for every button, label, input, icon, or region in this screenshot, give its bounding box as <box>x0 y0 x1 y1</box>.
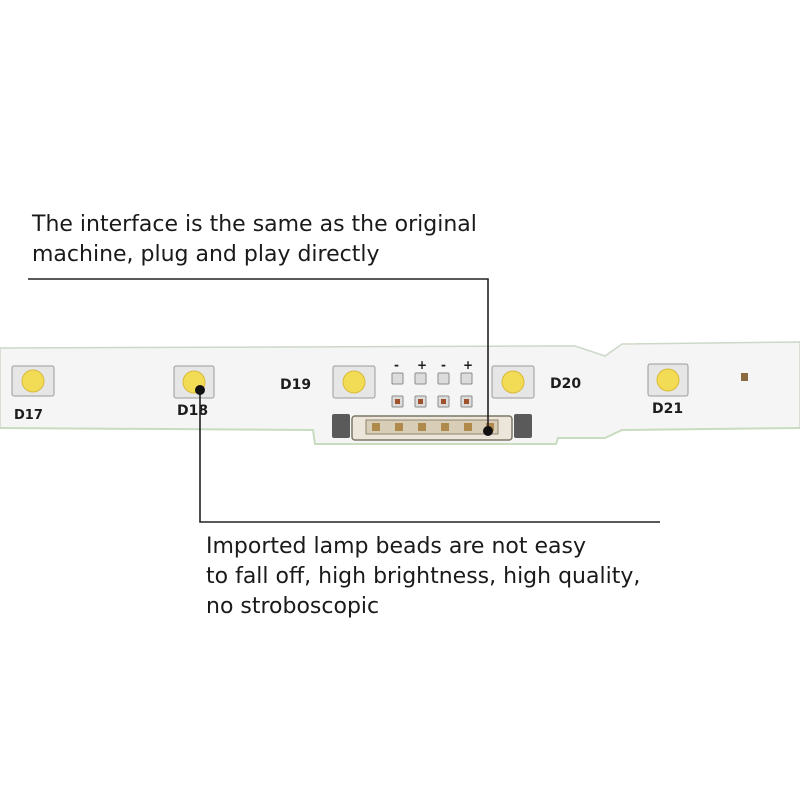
smd-component <box>741 373 748 381</box>
interface-callout-line-1: The interface is the same as the origina… <box>32 212 477 237</box>
pin-mark-3: - <box>441 358 446 372</box>
label-d21: D21 <box>652 401 683 417</box>
interface-callout: The interface is the same as the origina… <box>32 210 502 270</box>
label-d20: D20 <box>550 376 581 392</box>
label-d19: D19 <box>280 377 311 393</box>
leader-line-interface <box>28 278 489 430</box>
beads-callout-line-3: no stroboscopic <box>206 594 380 619</box>
led-d20 <box>491 365 535 399</box>
pcb-edge <box>0 427 800 445</box>
led-d17 <box>11 365 55 397</box>
leader-line-beads <box>199 392 660 523</box>
connector-socket <box>332 414 532 441</box>
connector-pads <box>391 372 473 408</box>
leader-dot-beads <box>195 385 205 395</box>
beads-callout-line-2: to fall off, high brightness, high quali… <box>206 564 641 589</box>
label-d17: D17 <box>14 408 43 423</box>
pin-mark-1: - <box>394 358 399 372</box>
interface-callout-line-2: machine, plug and play directly <box>32 242 380 267</box>
beads-callout-line-1: Imported lamp beads are not easy <box>206 534 586 559</box>
beads-callout: Imported lamp beads are not easy to fall… <box>206 532 686 622</box>
pin-mark-2: + <box>417 358 427 372</box>
leader-dot-interface <box>483 426 493 436</box>
pad-copper <box>395 399 469 404</box>
led-d19 <box>332 365 376 399</box>
led-d21 <box>647 363 689 397</box>
label-d18: D18 <box>177 403 208 419</box>
led-d18 <box>173 365 215 399</box>
pin-mark-4: + <box>463 358 473 372</box>
